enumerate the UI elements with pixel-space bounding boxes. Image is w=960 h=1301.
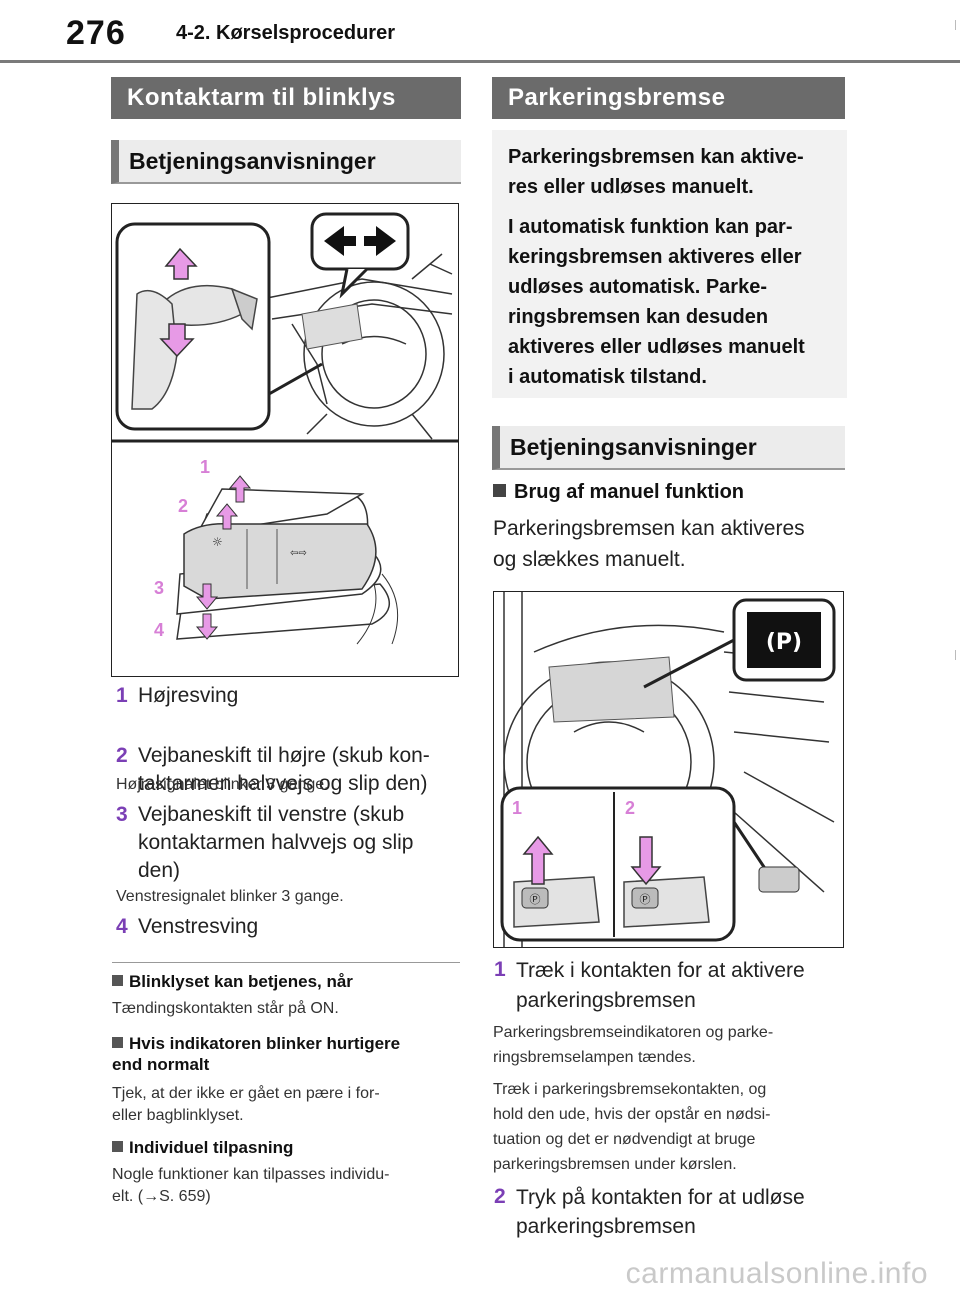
watermark: carmanualsonline.info xyxy=(625,1257,928,1290)
arrow-up-icon xyxy=(164,247,198,280)
page-number: 276 xyxy=(66,14,126,52)
right-step-1: 1 Træk i kontakten for at aktivere parker… xyxy=(494,956,805,1016)
step-text: Vejbaneskift til højre (skub kon- taktar… xyxy=(138,744,430,795)
arrow-down-icon xyxy=(159,323,195,358)
push-arrow-icon xyxy=(630,836,662,886)
edge-tick xyxy=(955,650,956,660)
bullet-square-icon xyxy=(112,1037,123,1048)
lever-arrow-2 xyxy=(215,503,239,530)
callout-3: 3 xyxy=(154,578,165,598)
parking-brake-figure: (P) Ⓟ Ⓟ 1 2 xyxy=(493,591,844,948)
header-rule xyxy=(0,60,960,63)
left-arrow-icon xyxy=(324,226,356,256)
parking-indicator-icon xyxy=(747,612,821,668)
note-body-2: Tjek, at der ikke er gået en pære i for-… xyxy=(112,1085,380,1124)
turn-signal-box-title: Kontaktarm til blinklys xyxy=(111,77,461,119)
svg-text:☼: ☼ xyxy=(212,535,223,549)
step-text: Træk i kontakten for at aktivere parkeri… xyxy=(516,959,805,1012)
left-step-2: 2 Vejbaneskift til højre (skub kon- takta… xyxy=(116,714,430,798)
left-subhead: Betjeningsanvisninger xyxy=(111,140,461,184)
step2-note: Højresignalet blinker 3 gange. xyxy=(116,776,329,793)
right-subhead: Betjeningsanvisninger xyxy=(492,426,845,470)
turn-signal-illustration: ☼ ⇦⇨ xyxy=(112,212,458,645)
pb-step1-note2: Træk i parkeringsbremsekontakten, og hol… xyxy=(493,1081,771,1173)
left-step-3: 3 Vejbaneskift til venstre (skub kontakta… xyxy=(116,801,413,885)
section-title: 4-2. Kørselsprocedurer xyxy=(176,22,395,44)
svg-text:Ⓟ: Ⓟ xyxy=(640,893,651,906)
intro-box: Parkeringsbremsen kan aktive- res eller … xyxy=(492,130,847,398)
right-arrow-icon xyxy=(364,226,396,256)
step3-note: Venstresignalet blinker 3 gange. xyxy=(116,888,344,905)
note-head-1: Blinklyset kan betjenes, når xyxy=(112,971,353,992)
note-body-3: Nogle funktioner kan tilpasses individu-… xyxy=(112,1166,390,1205)
right-step-2: 2 Tryk på kontakten for at udløse parkeri… xyxy=(494,1183,805,1241)
pb-callout-2: 2 xyxy=(625,798,636,818)
manual-mode-body: Parkeringsbremsen kan aktiveres og slækk… xyxy=(493,517,805,571)
pb-callout-1: 1 xyxy=(512,798,523,818)
pb-step1-note1: Parkeringsbremseindikatoren og parke- ri… xyxy=(493,1024,774,1066)
lever-arrow-3 xyxy=(195,583,219,610)
parking-brake-box-title: Parkeringsbremse xyxy=(492,77,845,119)
indicator-glyph: (P) xyxy=(766,630,802,655)
pull-arrow-icon xyxy=(522,835,554,885)
manual-mode-title: Brug af manuel funktion xyxy=(493,481,744,504)
step-text: Vejbaneskift til venstre (skub kontaktar… xyxy=(138,803,414,882)
notes-divider xyxy=(112,962,460,963)
step-number: 2 xyxy=(494,1185,506,1208)
edge-tick xyxy=(955,20,956,30)
bullet-square-icon xyxy=(112,1141,123,1152)
left-step-1: 1 Højresving xyxy=(116,682,238,710)
step-text: Højresving xyxy=(138,684,239,707)
svg-text:⇦⇨: ⇦⇨ xyxy=(290,548,307,559)
callout-4: 4 xyxy=(154,620,165,640)
bullet-square-icon xyxy=(112,975,123,986)
step-text: Venstresving xyxy=(138,915,259,938)
left-step-4: 4 Venstresving xyxy=(116,913,258,941)
note-body-1: Tændingskontakten står på ON. xyxy=(112,1000,339,1017)
step-number: 1 xyxy=(116,684,128,707)
parking-brake-illustration: (P) Ⓟ Ⓟ xyxy=(500,592,836,947)
step-number: 2 xyxy=(116,744,128,767)
bullet-square-icon xyxy=(493,484,506,497)
turn-signal-figure: ☼ ⇦⇨ 1 2 3 4 xyxy=(111,203,459,677)
callout-1: 1 xyxy=(200,457,211,477)
step-number: 1 xyxy=(494,958,506,981)
lever-arrow-4 xyxy=(195,613,219,640)
note-head-2: Hvis indikatoren blinker hurtigere end n… xyxy=(112,1034,401,1074)
intro-paragraph-1: Parkeringsbremsen kan aktive- res eller … xyxy=(508,146,804,198)
intro-paragraph-2: I automatisk funktion kan par- keringsbr… xyxy=(508,216,805,388)
svg-text:Ⓟ: Ⓟ xyxy=(530,893,541,906)
callout-2: 2 xyxy=(178,496,189,516)
step-text: Tryk på kontakten for at udløse parkerin… xyxy=(516,1186,805,1238)
lever-arrow-1 xyxy=(228,475,252,503)
step-number: 3 xyxy=(116,803,128,826)
note-head-3: Individuel tilpasning xyxy=(112,1137,293,1158)
step-number: 4 xyxy=(116,915,128,938)
